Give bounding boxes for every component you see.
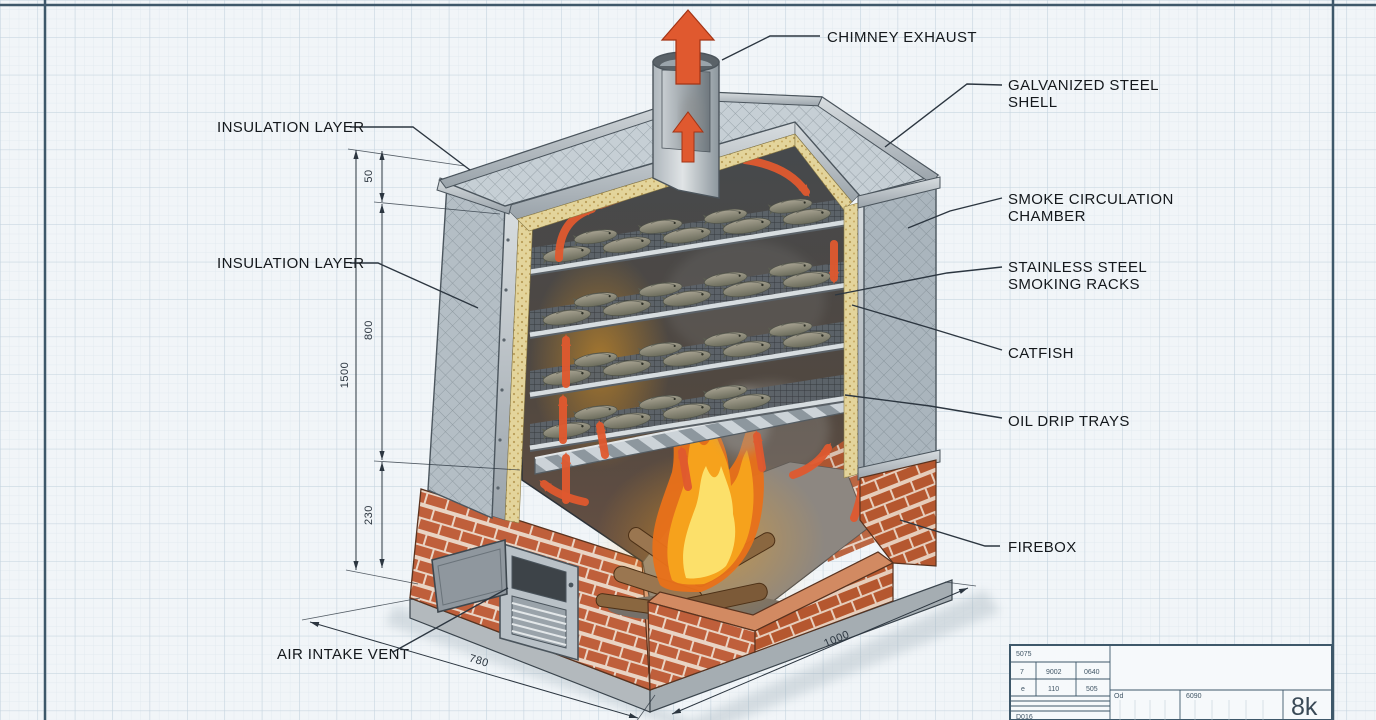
smoking-racks xyxy=(529,196,849,452)
title-block-od: Od xyxy=(1114,693,1123,700)
flames xyxy=(652,400,764,592)
title-block-ticks xyxy=(1119,700,1264,720)
label-catfish: CATFISH xyxy=(1008,345,1074,362)
insulation-layer-cut xyxy=(491,121,867,524)
label-air-intake-vent: AIR INTAKE VENT xyxy=(277,646,409,663)
brick-column-right xyxy=(859,459,937,567)
title-block-r2c3: 0640 xyxy=(1084,669,1100,676)
title-block-r2c1: 7 xyxy=(1020,669,1024,676)
title-block-r3c1: e xyxy=(1021,686,1025,693)
label-smoke-chamber-line2: CHAMBER xyxy=(1008,208,1086,225)
dim-roof-offset: 50 xyxy=(363,169,375,182)
title-block-mid: 6090 xyxy=(1186,693,1202,700)
left-wall xyxy=(427,177,513,520)
chimney xyxy=(652,9,720,199)
label-shell-line1: GALVANIZED STEEL xyxy=(1008,77,1159,94)
title-block-grid xyxy=(1010,645,1332,720)
dim-total-height: 1500 xyxy=(339,362,351,388)
label-oil-drip-trays: OIL DRIP TRAYS xyxy=(1008,413,1130,430)
dim-chamber-height: 800 xyxy=(363,320,375,340)
rivets xyxy=(496,238,510,490)
dim-base-height: 230 xyxy=(363,505,375,525)
title-block-bottom-left: D016 xyxy=(1016,714,1033,720)
title-block-scale: 8k xyxy=(1291,693,1318,720)
title-block-r3c2: 110 xyxy=(1048,686,1059,693)
label-smoke-chamber-line1: SMOKE CIRCULATION xyxy=(1008,191,1174,208)
title-block-r2c2: 9002 xyxy=(1046,669,1062,676)
vent-opening xyxy=(511,555,567,603)
label-insulation-top: INSULATION LAYER xyxy=(217,119,365,136)
label-insulation-mid: INSULATION LAYER xyxy=(217,255,365,272)
dim-front-width: 780 xyxy=(468,652,491,669)
label-chimney-exhaust: CHIMNEY EXHAUST xyxy=(827,29,977,46)
label-firebox: FIREBOX xyxy=(1008,539,1077,556)
label-racks-line1: STAINLESS STEEL xyxy=(1008,259,1147,276)
right-wall xyxy=(857,176,941,481)
title-block-r1: 5075 xyxy=(1016,651,1032,658)
label-racks-line2: SMOKING RACKS xyxy=(1008,276,1140,293)
label-shell-line2: SHELL xyxy=(1008,94,1058,111)
title-block-r3c3: 505 xyxy=(1086,686,1098,693)
chimney-exhaust-arrow xyxy=(660,9,716,85)
chimney-inner-arrow xyxy=(672,111,704,163)
title-block: 5075 7 9002 0640 e 110 505 D016 Od 6090 … xyxy=(1009,644,1333,720)
